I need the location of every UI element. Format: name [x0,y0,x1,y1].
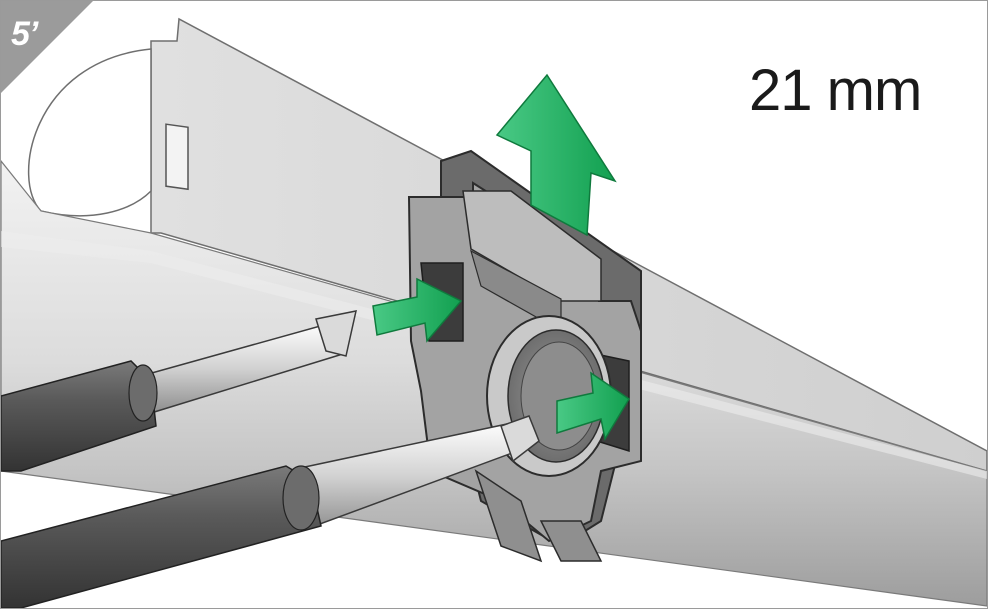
arrow-right-icon [556,371,631,442]
step-number: 5’ [11,15,38,53]
screwdriver-upper [1,310,357,472]
step-badge [1,1,93,93]
dimension-label: 21 mm [749,58,922,123]
arrow-right-icon [372,277,463,343]
arrow-up-icon [495,73,617,237]
screwdriver-lower [1,415,540,608]
